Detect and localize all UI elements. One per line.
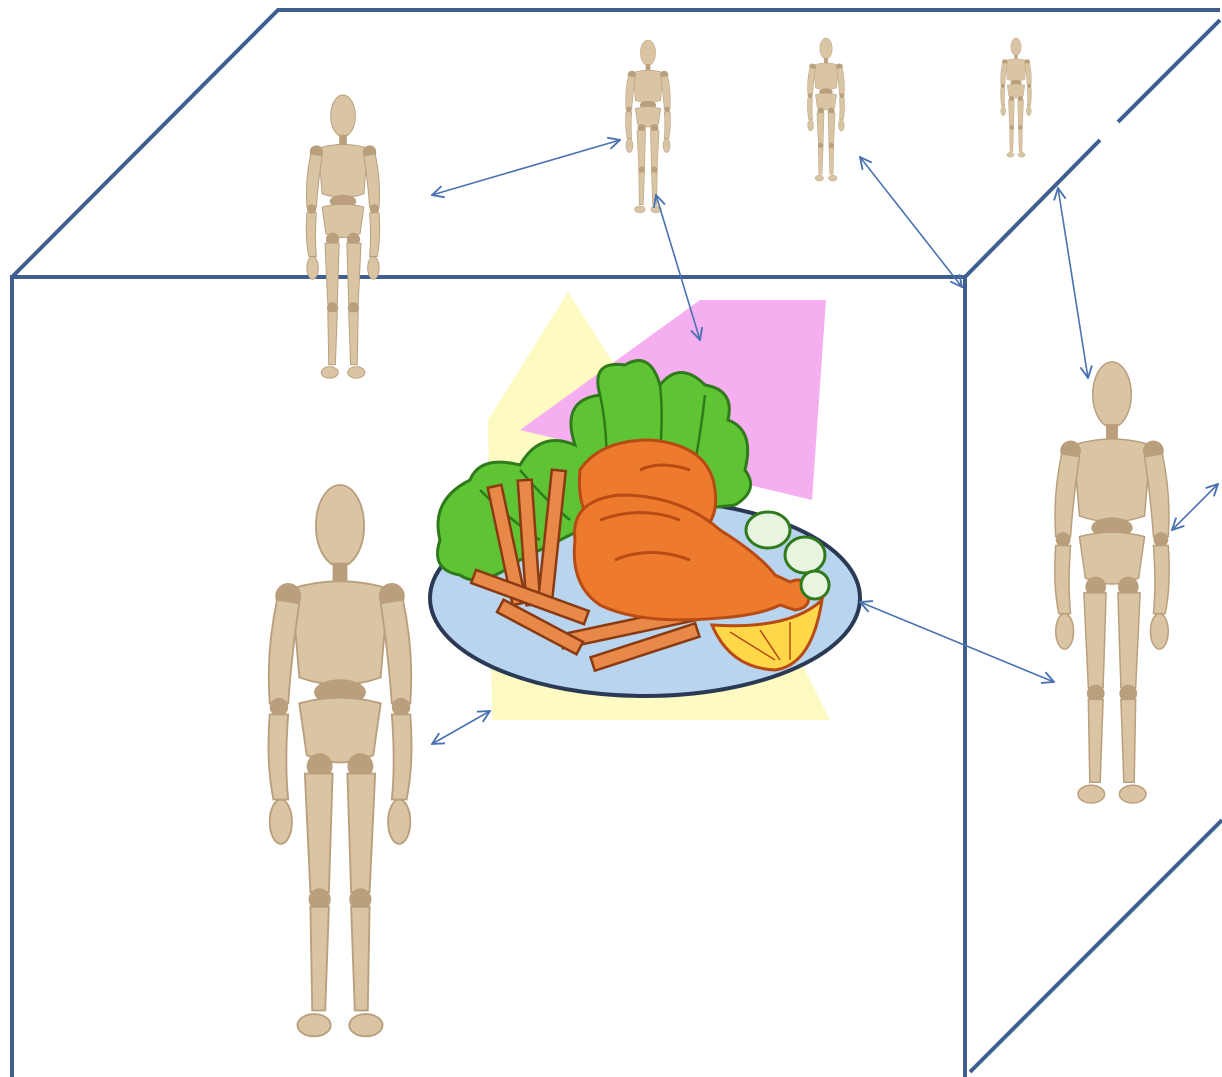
- mannequin-top-center: [626, 40, 671, 213]
- wooden-mannequin-icon: [268, 485, 411, 1036]
- arrow-front-figure-to-food: [432, 711, 490, 744]
- arrow-food-to-right-figure: [860, 602, 1054, 682]
- wooden-mannequin-icon: [1055, 362, 1169, 803]
- arrow-right-figure-outward: [1172, 484, 1218, 530]
- box-bottom-right-edge: [970, 820, 1222, 1072]
- arrow-corner-to-right-figure: [1058, 188, 1088, 378]
- wooden-mannequin-icon: [807, 38, 844, 181]
- wooden-mannequin-icon: [306, 95, 379, 378]
- box-front-face-edge: [12, 277, 965, 1077]
- wooden-mannequin-icon: [626, 40, 671, 213]
- mannequin-top-left: [306, 95, 379, 378]
- arrow-top-right-to-box-corner: [860, 157, 962, 287]
- mannequin-top-right-2: [1001, 38, 1032, 157]
- mannequin-right-side: [1055, 362, 1169, 803]
- mannequin-top-right-1: [807, 38, 844, 181]
- mannequin-front-large: [268, 485, 411, 1036]
- box-back-right-top-edge: [1118, 20, 1220, 122]
- arrow-top-left-to-top-center: [432, 140, 620, 195]
- wooden-mannequin-icon: [1001, 38, 1032, 157]
- box-top-face-edge: [12, 10, 1220, 277]
- chicken-plate-clipart-icon: [430, 292, 860, 720]
- box-top-right-edge: [965, 140, 1100, 277]
